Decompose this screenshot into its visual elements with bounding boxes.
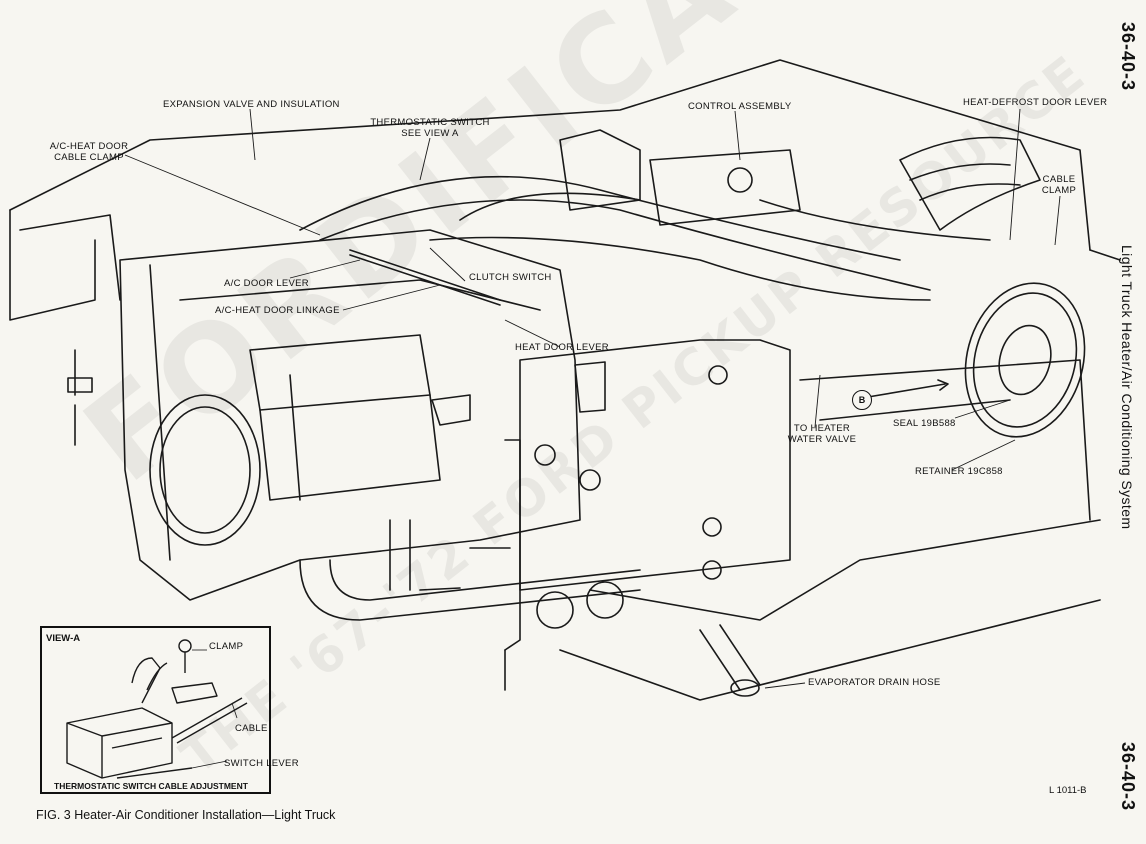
section-title: Light Truck Heater/Air Conditioning Syst…: [1119, 245, 1135, 530]
label-ac-heat-cable-clamp: A/C-HEAT DOOR CABLE CLAMP: [44, 141, 134, 163]
view-marker-b: B: [852, 390, 872, 410]
label-thermostatic-switch-line2: SEE VIEW A: [401, 128, 459, 139]
label-ac-door-lever: A/C DOOR LEVER: [224, 278, 309, 289]
evaporator-drain-hose: [699, 629, 741, 691]
view-a-label-clamp: CLAMP: [209, 641, 244, 652]
control-cables: [299, 175, 901, 261]
label-evaporator-drain-hose: EVAPORATOR DRAIN HOSE: [808, 677, 941, 688]
label-cable-clamp-line1: CABLE: [1042, 174, 1076, 185]
page-number-top: 36-40-3: [1118, 22, 1138, 92]
blower-opening: [149, 394, 261, 546]
label-retainer: RETAINER 19C858: [915, 466, 1003, 477]
label-cable-clamp-line2: CLAMP: [1041, 185, 1077, 196]
label-cable-clamp: CABLE CLAMP: [1034, 174, 1084, 196]
view-a-label-switch-lever: SWITCH LEVER: [224, 758, 299, 769]
label-ac-heat-cable-clamp-line1: A/C-HEAT DOOR: [49, 141, 129, 152]
label-to-heater-line2: WATER VALVE: [787, 434, 857, 445]
label-clutch-switch: CLUTCH SWITCH: [469, 272, 552, 283]
plenum-panel: [519, 339, 791, 591]
label-thermostatic-switch: THERMOSTATIC SWITCH SEE VIEW A: [370, 117, 490, 139]
page-number-bottom: 36-40-3: [1118, 742, 1138, 812]
control-assembly-body: [649, 149, 801, 226]
heater-hoses: [299, 559, 641, 621]
view-a-drawing: [66, 639, 248, 779]
label-seal: SEAL 19B588: [893, 418, 956, 429]
label-heat-door-lever: HEAT DOOR LEVER: [515, 342, 609, 353]
label-thermostatic-switch-line1: THERMOSTATIC SWITCH: [370, 117, 490, 128]
label-ac-heat-door-linkage: A/C-HEAT DOOR LINKAGE: [215, 305, 340, 316]
label-control-assembly: CONTROL ASSEMBLY: [688, 101, 792, 112]
figure-code: L 1011-B: [1049, 785, 1087, 796]
view-a-label-cable: CABLE: [235, 723, 268, 734]
label-to-heater-water-valve: TO HEATER WATER VALVE: [782, 423, 862, 445]
view-a-footer: THERMOSTATIC SWITCH CABLE ADJUSTMENT: [54, 781, 248, 791]
label-expansion-valve: EXPANSION VALVE AND INSULATION: [163, 99, 340, 110]
seal-ring: [964, 282, 1086, 438]
view-a-inset: VIEW-A CLAMP CABLE: [40, 626, 299, 794]
label-ac-heat-cable-clamp-line2: CABLE CLAMP: [54, 152, 124, 163]
dash-outline: [9, 59, 1091, 251]
air-duct: [559, 129, 641, 211]
view-a-title: VIEW-A: [46, 633, 81, 644]
label-to-heater-line1: TO HEATER: [793, 423, 851, 434]
figure-caption: FIG. 3 Heater-Air Conditioner Installati…: [36, 808, 336, 822]
heater-case: [119, 229, 581, 601]
door-linkage-rod: [349, 249, 501, 301]
label-heat-defrost-lever: HEAT-DEFROST DOOR LEVER: [963, 97, 1108, 108]
